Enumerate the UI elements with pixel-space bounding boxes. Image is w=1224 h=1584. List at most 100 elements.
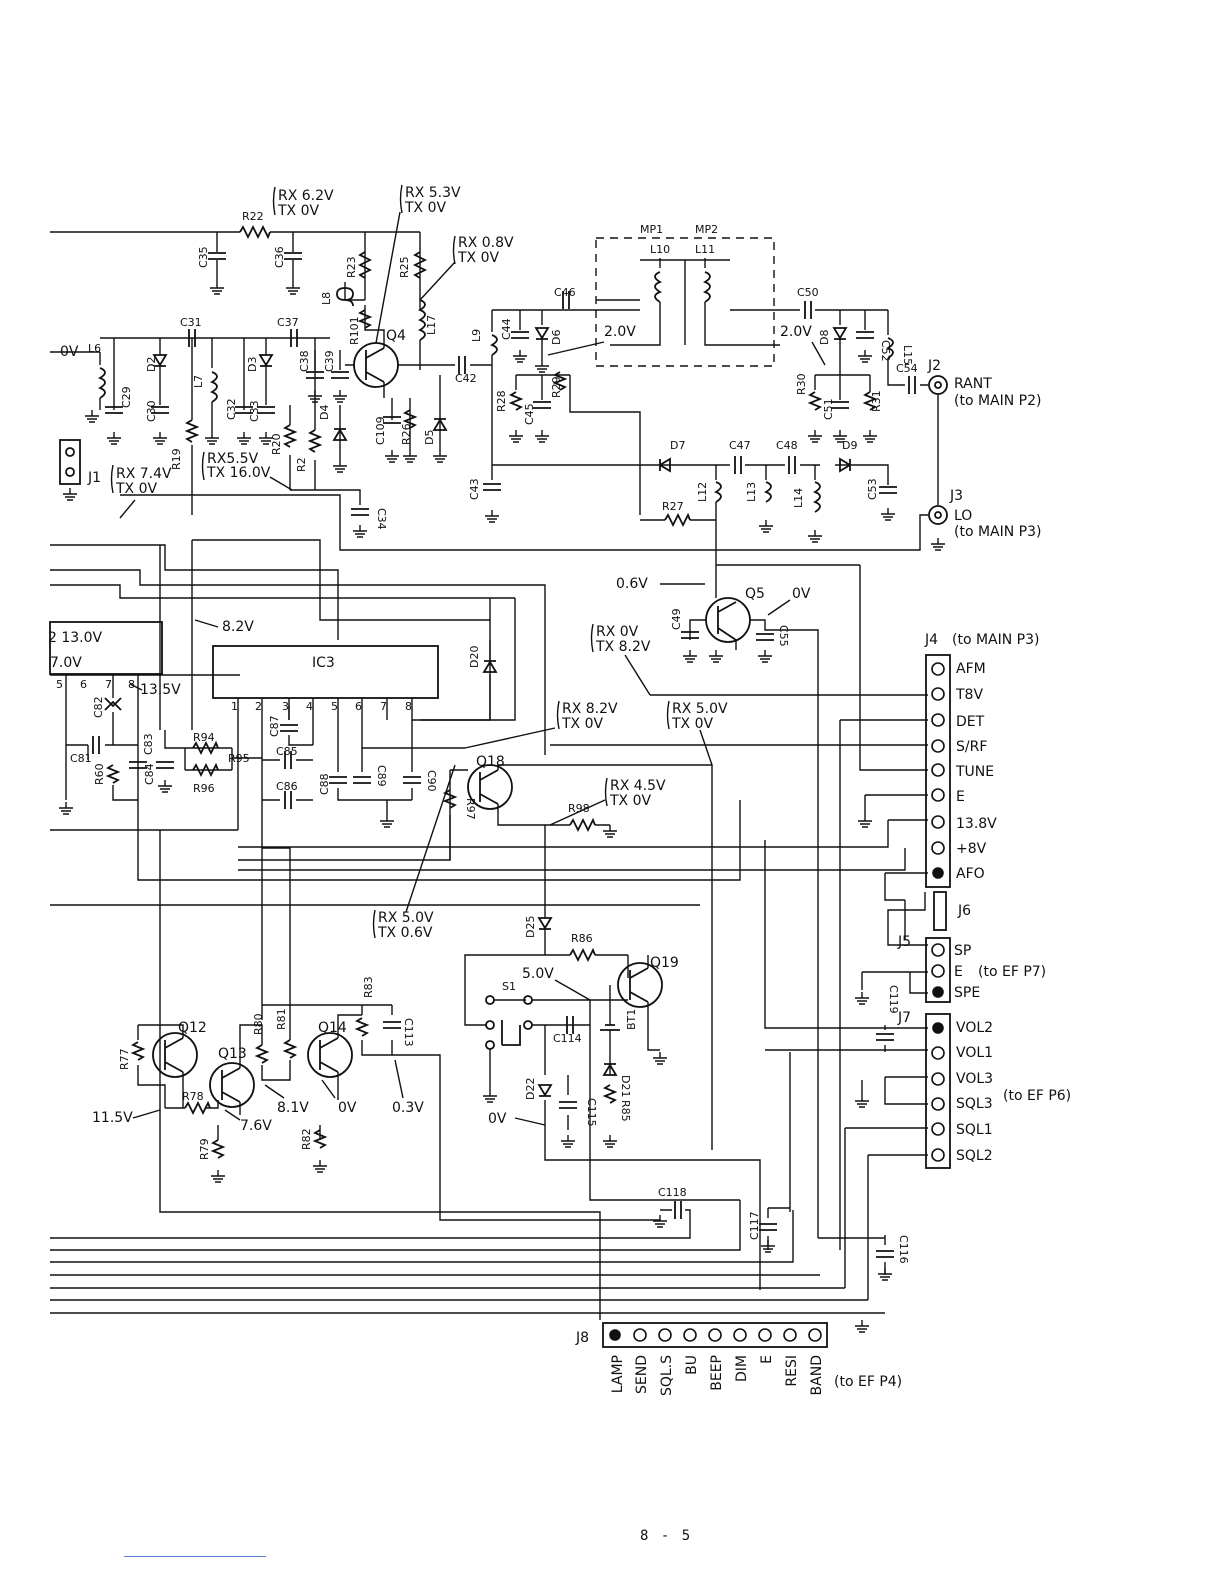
component-label: C55	[777, 625, 790, 647]
voltage-label: TX 0V	[609, 793, 652, 809]
voltage-label: 8.1V	[277, 1100, 309, 1116]
j4-pin-label: +8V	[956, 841, 987, 857]
component-label: C47	[729, 439, 751, 452]
component-label: R79	[198, 1138, 211, 1160]
component-label: R23	[345, 256, 358, 278]
audio-section	[49, 539, 741, 1180]
left-block-pin: 5	[56, 678, 63, 691]
voltage-label: TX 8.2V	[595, 639, 651, 655]
component-label: C88	[318, 773, 331, 795]
component-label: C39	[323, 350, 336, 372]
j8-pin	[708, 1328, 722, 1342]
component-label: MP2	[695, 223, 718, 236]
left-block-pin: 8	[128, 678, 135, 691]
component-label: R85	[619, 1100, 632, 1122]
j4-pin	[931, 713, 945, 727]
component-label: D9	[842, 439, 857, 452]
j5-name: J5	[897, 934, 911, 950]
j7-connector	[764, 840, 951, 1300]
component-label: C85	[276, 745, 298, 758]
component-labels: R22 C35 C36 R23 R25 L8 R101 Q4 L17 L6 C2…	[70, 210, 918, 1264]
component-label: R28	[495, 390, 508, 412]
component-label: L12	[696, 482, 709, 502]
component-label: R97	[464, 798, 477, 820]
component-label: BT1	[625, 1009, 638, 1030]
j6-connector	[933, 891, 947, 931]
j8-pin	[733, 1328, 747, 1342]
voltage-label: RX 7.4V	[116, 466, 172, 482]
j8-sub: (to EF P4)	[834, 1374, 902, 1390]
component-label: C36	[273, 246, 286, 268]
ic3-block: IC3 1 2 3 4 5 6 7 8 2 13.0V 7.0V 5 6 7 8	[48, 630, 412, 713]
component-label: R30	[795, 373, 808, 395]
component-label: MP1	[640, 223, 663, 236]
component-label: C33	[248, 400, 261, 422]
j6-name: J6	[957, 903, 971, 919]
j4-sub: (to MAIN P3)	[952, 632, 1040, 648]
component-label: R94	[193, 731, 215, 744]
voltage-label: RX 6.2V	[278, 188, 334, 204]
connector-pins	[609, 662, 945, 1342]
component-label: J1	[87, 470, 101, 486]
j4-pin	[931, 841, 945, 855]
j5-pin	[932, 986, 944, 998]
voltage-label: RX 5.3V	[405, 185, 461, 201]
component-label: C43	[468, 478, 481, 500]
j8-pin	[683, 1328, 697, 1342]
j5-pin-label: SPE	[954, 985, 980, 1001]
voltage-label: 0V	[488, 1111, 507, 1127]
voltage-label: RX 8.2V	[562, 701, 618, 717]
component-label: C50	[797, 286, 819, 299]
component-label: R77	[118, 1048, 131, 1070]
page-number: 8 - 5	[640, 1528, 693, 1544]
voltage-label: TX 16.0V	[206, 465, 271, 481]
j8-pin-label: SQL.S	[659, 1355, 675, 1396]
j8-pin-label: LAMP	[610, 1355, 626, 1393]
component-label: D20	[468, 646, 481, 668]
ic-pin-label: 3	[282, 700, 289, 713]
j4-pin	[931, 763, 945, 777]
j7-pin	[932, 1022, 944, 1034]
component-label: R20	[270, 433, 283, 455]
component-label: Q19	[650, 955, 679, 971]
j7-pin-label: VOL2	[956, 1020, 993, 1036]
component-label: D7	[670, 439, 685, 452]
j7-pin-label: SQL2	[956, 1148, 993, 1164]
j8-name: J8	[575, 1330, 589, 1346]
j8-pin-label: BAND	[809, 1355, 825, 1395]
component-label: C51	[822, 398, 835, 420]
voltage-label: TX 0V	[115, 481, 158, 497]
j5-pin	[931, 964, 945, 978]
j7-pin	[931, 1072, 945, 1086]
ic-pin-label: 6	[355, 700, 362, 713]
j3-name: J3	[949, 488, 963, 504]
ic-pin-label: 5	[331, 700, 338, 713]
voltage-label: RX 5.0V	[672, 701, 728, 717]
voltage-label: 0.3V	[392, 1100, 424, 1116]
component-label: R98	[568, 802, 590, 815]
j2-label: RANT	[954, 376, 992, 392]
component-label: R83	[362, 976, 375, 998]
j7-pin	[931, 1046, 945, 1060]
j8-connector	[602, 1319, 870, 1348]
j4-pin	[931, 739, 945, 753]
voltage-label: TX 0V	[457, 250, 500, 266]
component-label: C117	[748, 1211, 761, 1240]
voltage-label: 8.2V	[222, 619, 254, 635]
j7-sub: (to EF P6)	[1003, 1088, 1071, 1104]
component-label: C46	[554, 286, 576, 299]
j7-pin-label: VOL1	[956, 1045, 993, 1061]
voltage-label: RX5.5V	[207, 451, 259, 467]
component-label: L8	[320, 292, 333, 305]
j5-sub: (to EF P7)	[978, 964, 1046, 980]
component-label: L15	[901, 345, 914, 365]
j4-pin	[932, 867, 944, 879]
left-block-pin: 7	[105, 678, 112, 691]
component-label: C30	[145, 400, 158, 422]
component-label: R60	[93, 763, 106, 785]
ic3-name: IC3	[312, 655, 335, 671]
component-label: R2	[295, 457, 308, 472]
ic-pin-label: 8	[405, 700, 412, 713]
component-label: D6	[550, 330, 563, 345]
